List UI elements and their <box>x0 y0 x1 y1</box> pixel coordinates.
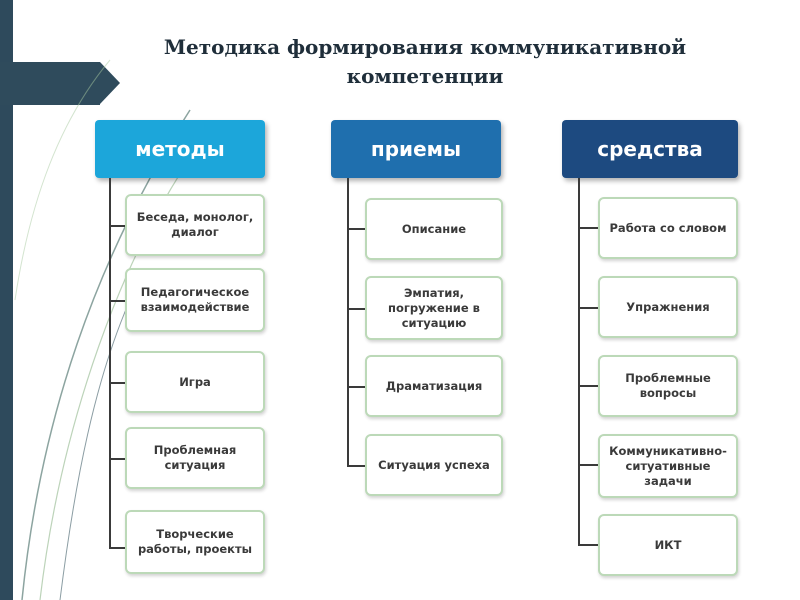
title-arrow-tip <box>100 62 120 104</box>
connector-branch <box>109 382 125 384</box>
item-label: Работа со словом <box>609 220 727 235</box>
connector-branch <box>578 307 598 309</box>
item-label: Творческие работы, проекты <box>137 527 253 556</box>
list-item: ИКТ <box>598 514 738 576</box>
connector-branch <box>578 544 598 546</box>
list-item: Описание <box>365 198 503 260</box>
list-item: Педагогическое взаимодействие <box>125 268 265 332</box>
connector-branch <box>347 228 365 230</box>
connector-branch <box>578 227 598 229</box>
connector-branch <box>578 464 598 466</box>
title-line-1: Методика формирования коммуникативной <box>163 35 687 59</box>
connector-branch <box>109 300 125 302</box>
item-label: Ситуация успеха <box>378 457 490 472</box>
item-label: Игра <box>179 374 211 389</box>
header-techniques: приемы <box>331 120 501 178</box>
title-arrow-band <box>0 62 100 105</box>
item-label: ИКТ <box>654 537 682 552</box>
connector-branch <box>109 547 125 549</box>
list-item: Творческие работы, проекты <box>125 510 265 574</box>
item-label: Беседа, монолог, диалог <box>136 210 254 239</box>
title-line-2: компетенции <box>346 64 504 88</box>
item-label: Описание <box>401 221 467 236</box>
list-item: Беседа, монолог, диалог <box>125 194 265 256</box>
page-title: Методика формирования коммуникативной ко… <box>140 33 710 91</box>
item-label: Драматизация <box>385 378 483 393</box>
connector-branch <box>578 385 598 387</box>
item-label: Коммуникативно-ситуативные задачи <box>609 443 727 488</box>
list-item: Проблемные вопросы <box>598 355 738 417</box>
header-methods: методы <box>95 120 265 178</box>
list-item: Проблемная ситуация <box>125 427 265 489</box>
item-label: Упражнения <box>626 299 710 314</box>
list-item: Эмпатия, погружение в ситуацию <box>365 276 503 340</box>
item-label: Педагогическое взаимодействие <box>140 285 250 314</box>
header-tools: средства <box>562 120 738 178</box>
connector-vertical <box>578 178 580 546</box>
header-tools-label: средства <box>597 137 703 161</box>
header-techniques-label: приемы <box>370 137 462 161</box>
connector-branch <box>347 308 365 310</box>
connector-branch <box>347 465 365 467</box>
list-item: Коммуникативно-ситуативные задачи <box>598 434 738 498</box>
item-label: Проблемная ситуация <box>153 443 237 472</box>
list-item: Работа со словом <box>598 197 738 259</box>
connector-vertical <box>347 178 349 467</box>
header-methods-label: методы <box>135 137 225 161</box>
list-item: Упражнения <box>598 276 738 338</box>
connector-vertical <box>109 178 111 549</box>
item-label: Проблемные вопросы <box>625 371 711 400</box>
connector-branch <box>109 225 125 227</box>
list-item: Игра <box>125 351 265 413</box>
list-item: Ситуация успеха <box>365 434 503 496</box>
connector-branch <box>109 458 125 460</box>
connector-branch <box>347 386 365 388</box>
left-sidebar-band <box>0 0 13 600</box>
list-item: Драматизация <box>365 355 503 417</box>
item-label: Эмпатия, погружение в ситуацию <box>388 285 480 330</box>
